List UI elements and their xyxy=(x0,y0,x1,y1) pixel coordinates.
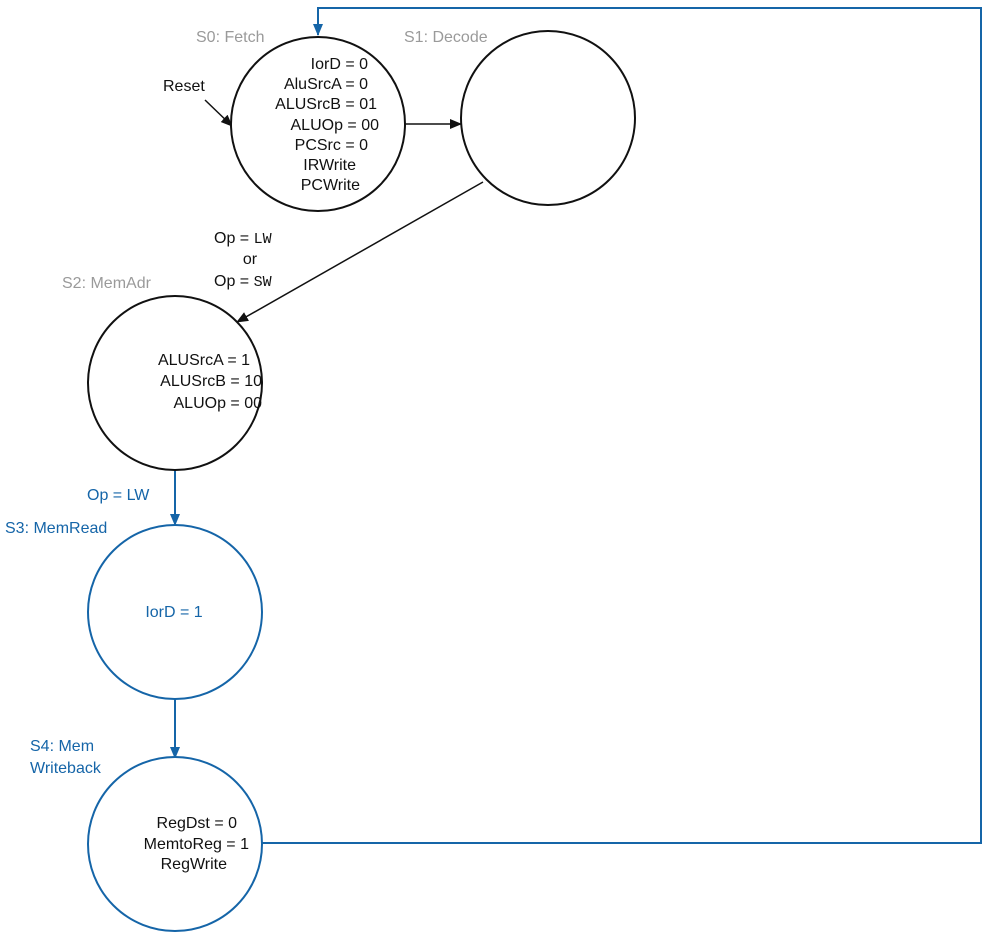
state-s0: S0: Fetch IorD = 0 AluSrcA = 0 ALUSrcB =… xyxy=(196,29,406,212)
state-s0-output: PCWrite xyxy=(301,177,360,194)
state-s2-circle xyxy=(87,295,263,471)
state-s4-circle xyxy=(87,756,263,932)
state-s3-circle xyxy=(87,524,263,700)
svg-text:Op = SW: Op = SW xyxy=(214,273,272,291)
state-s2: S2: MemAdr ALUSrcA = 1 ALUSrcB = 10 ALUO… xyxy=(62,275,263,471)
state-s3: S3: MemRead IorD = 1 xyxy=(5,520,263,700)
state-s0-output: ALUOp = 00 xyxy=(291,117,380,134)
s2-to-s3-condition: Op = LW xyxy=(87,487,150,504)
condition-or: or xyxy=(243,251,258,268)
s1-to-s2-arrow xyxy=(236,181,484,323)
state-s4-output: RegWrite xyxy=(161,856,227,873)
state-s2-label: S2: MemAdr xyxy=(62,275,152,292)
state-s4-label-line1: S4: Mem xyxy=(30,738,94,755)
state-s2-output: ALUOp = 00 xyxy=(174,395,263,412)
state-s0-output: ALUSrcB = 01 xyxy=(275,96,377,113)
condition-op-sw: SW xyxy=(254,274,272,291)
state-s0-output: IorD = 0 xyxy=(311,56,368,73)
state-s1: S1: Decode xyxy=(404,29,636,206)
state-s3-label: S3: MemRead xyxy=(5,520,107,537)
state-s4: S4: Mem Writeback RegDst = 0 MemtoReg = … xyxy=(30,738,263,932)
state-s4-label-line2: Writeback xyxy=(30,760,102,777)
state-s0-output: AluSrcA = 0 xyxy=(284,76,368,93)
state-s3-output: IorD = 1 xyxy=(145,604,202,621)
state-s0-output: IRWrite xyxy=(303,157,356,174)
state-s2-output: ALUSrcB = 10 xyxy=(160,373,262,390)
state-s1-label: S1: Decode xyxy=(404,29,488,46)
state-s1-circle xyxy=(460,30,636,206)
state-s4-output: MemtoReg = 1 xyxy=(144,836,249,853)
condition-op-prefix: Op = xyxy=(214,230,254,247)
state-s0-output: PCSrc = 0 xyxy=(295,137,368,154)
state-s2-output: ALUSrcA = 1 xyxy=(158,352,250,369)
condition-op-prefix: Op = xyxy=(214,273,254,290)
condition-op-lw: LW xyxy=(254,231,272,248)
s1-to-s2-condition: Op = LW or Op = SW xyxy=(214,230,272,291)
state-s0-circle xyxy=(230,36,406,212)
state-s0-label: S0: Fetch xyxy=(196,29,264,46)
svg-text:Op = LW: Op = LW xyxy=(214,230,272,248)
reset-arrow xyxy=(204,99,233,127)
reset-label: Reset xyxy=(163,78,205,95)
s4-to-s0-loop-arrow xyxy=(261,7,982,844)
state-s4-output: RegDst = 0 xyxy=(157,815,238,832)
